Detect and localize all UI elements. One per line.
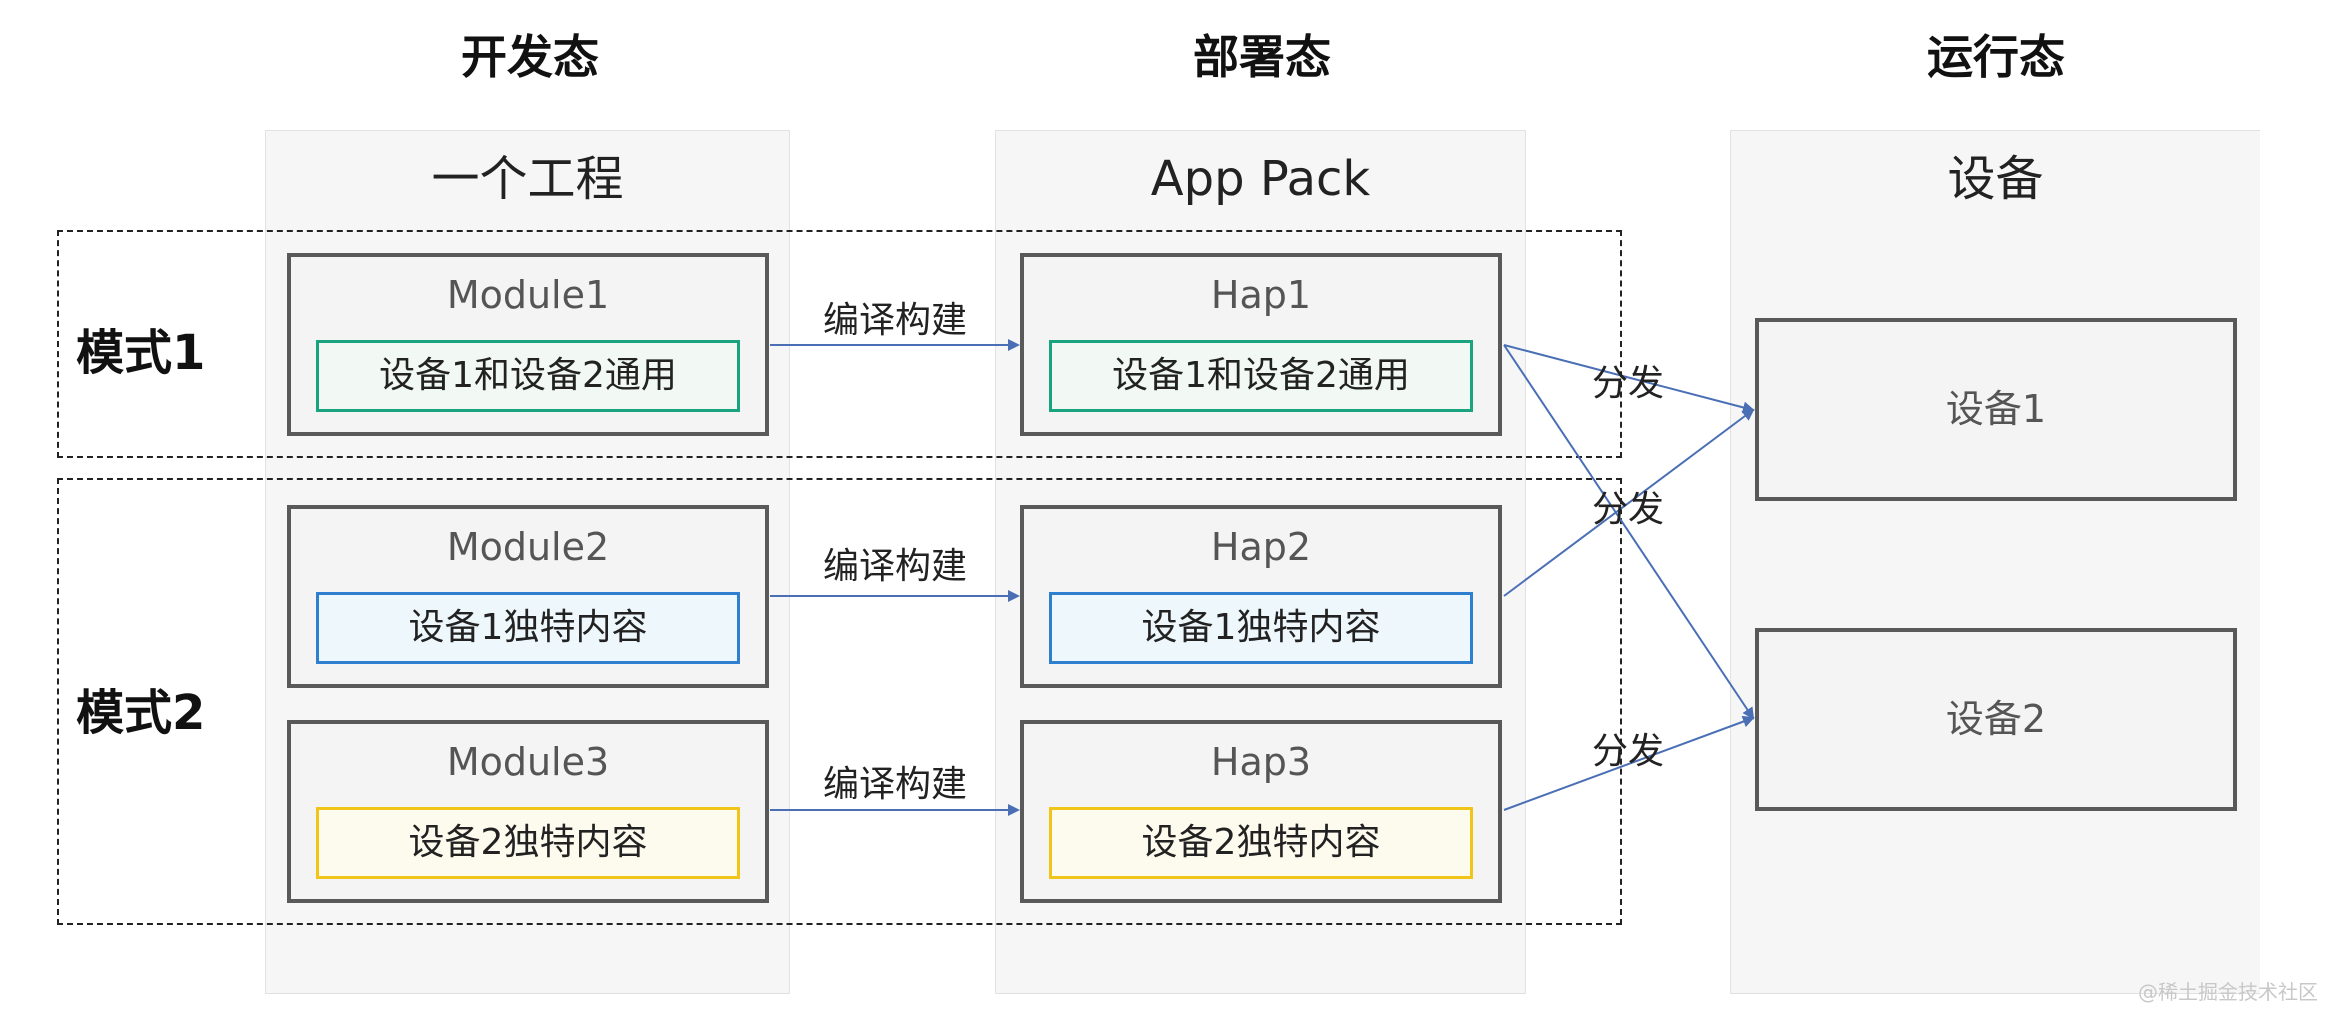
stage-title-deploy: 部署态 [1193,30,1331,84]
module-content: 设备1独特内容 [316,592,740,664]
build-label-3: 编译构建 [823,764,968,805]
hap-content: 设备1和设备2通用 [1049,340,1473,412]
mode-1-label: 模式1 [76,325,206,381]
deploy-column-title: App Pack [1150,151,1371,207]
watermark: @稀土掘金技术社区 [2138,980,2318,1004]
runtime-column-title: 设备 [1947,151,2044,207]
module-card: Module2 设备1独特内容 [287,505,769,688]
module-card: Module1 设备1和设备2通用 [287,253,769,436]
hap-title: Hap1 [1210,273,1312,317]
stage-title-runtime: 运行态 [1927,30,2065,84]
distribute-arrow-hap1-device1 [1503,344,1755,414]
mode-1-box [57,230,1622,458]
module-card: Module3 设备2独特内容 [287,720,769,903]
device-2-box: 设备2 [1755,628,2237,811]
distribute-arrow-hap3-device2 [1503,715,1755,811]
hap-content: 设备1独特内容 [1049,592,1473,664]
distribute-arrow-hap2-device1 [1503,408,1755,597]
hap-title: Hap3 [1210,740,1312,784]
dev-column-title: 一个工程 [431,151,624,207]
build-label-1: 编译构建 [823,300,968,341]
distribute-label-2: 分发 [1592,489,1665,530]
mode-2-box [57,478,1622,925]
build-label-2: 编译构建 [823,546,968,587]
distribute-label-3: 分发 [1592,731,1665,772]
stage-title-dev: 开发态 [461,30,599,84]
module-content: 设备1和设备2通用 [316,340,740,412]
module-content: 设备2独特内容 [316,807,740,879]
hap-card: Hap3 设备2独特内容 [1020,720,1502,903]
module-title: Module1 [446,273,610,317]
hap-content: 设备2独特内容 [1049,807,1473,879]
hap-card: Hap2 设备1独特内容 [1020,505,1502,688]
module-title: Module3 [446,740,610,784]
device-1-box: 设备1 [1755,318,2237,501]
distribute-arrow-hap1-device2 [1503,344,1755,720]
hap-card: Hap1 设备1和设备2通用 [1020,253,1502,436]
runtime-column: 设备 [1730,130,2260,994]
hap-title: Hap2 [1210,525,1312,569]
mode-2-label: 模式2 [76,685,206,741]
module-title: Module2 [446,525,610,569]
distribute-label-1: 分发 [1592,363,1665,404]
